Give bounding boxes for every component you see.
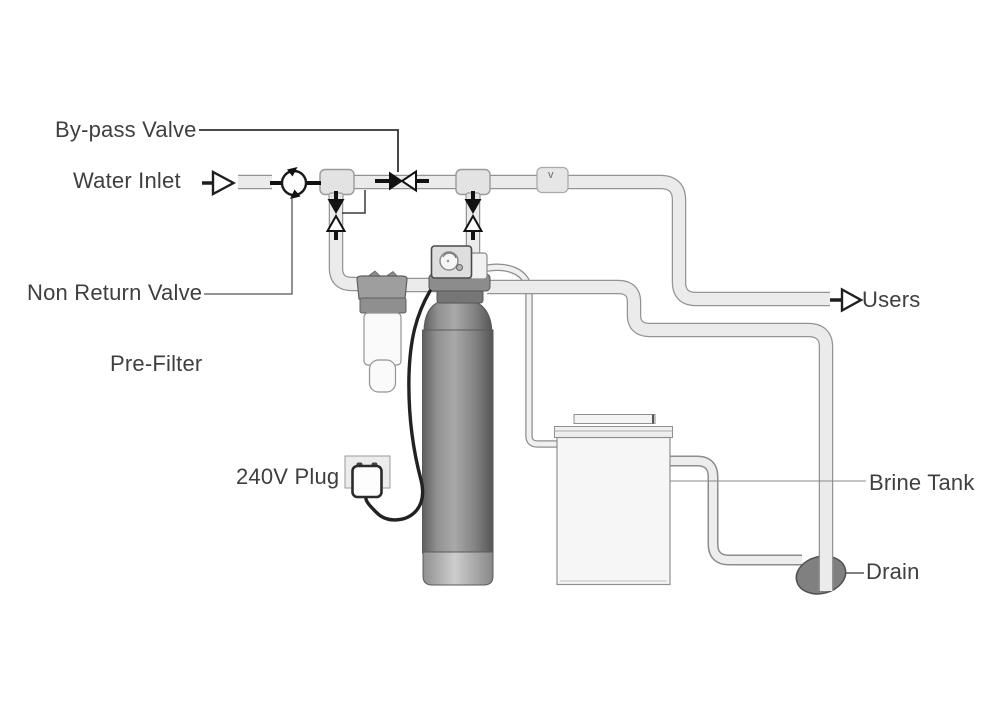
brine-tank-body <box>554 414 673 586</box>
bypass-valve-label: By-pass Valve <box>55 117 197 142</box>
pipe-brine-line <box>482 263 558 448</box>
plug-label: 240V Plug <box>236 464 340 489</box>
pipe-overflow <box>666 455 802 566</box>
users-arrow-icon <box>830 287 864 313</box>
softener-tank <box>422 300 494 586</box>
users-label: Users <box>862 287 921 312</box>
valve-connector-line <box>342 190 366 214</box>
water-inlet-label: Water Inlet <box>73 168 181 193</box>
power-cable <box>364 289 432 522</box>
non-return-valve-icon <box>270 167 321 199</box>
check-fitting-mark: v <box>548 169 554 181</box>
pipe-drain-line <box>487 279 834 591</box>
non-return-valve-label: Non Return Valve <box>27 280 203 305</box>
check-fitting <box>536 166 569 194</box>
brine-tank-label: Brine Tank <box>869 470 975 495</box>
dial-knob <box>456 264 463 271</box>
pre-filter-label: Pre-Filter <box>110 351 203 376</box>
isolation-valve-icon-1 <box>325 191 347 240</box>
water-inlet-arrow-icon <box>202 169 237 197</box>
pipe-main <box>238 174 830 307</box>
isolation-valve-icon-2 <box>462 191 484 240</box>
bypass-valve-icon <box>375 169 429 193</box>
power-plug <box>351 462 383 499</box>
pre-filter-housing <box>356 270 408 393</box>
control-valve <box>428 245 491 304</box>
leader-non-return-valve <box>204 198 293 295</box>
drain-label: Drain <box>866 559 920 584</box>
leader-bypass-valve <box>199 129 399 172</box>
pipe-softener-feed <box>328 193 362 292</box>
